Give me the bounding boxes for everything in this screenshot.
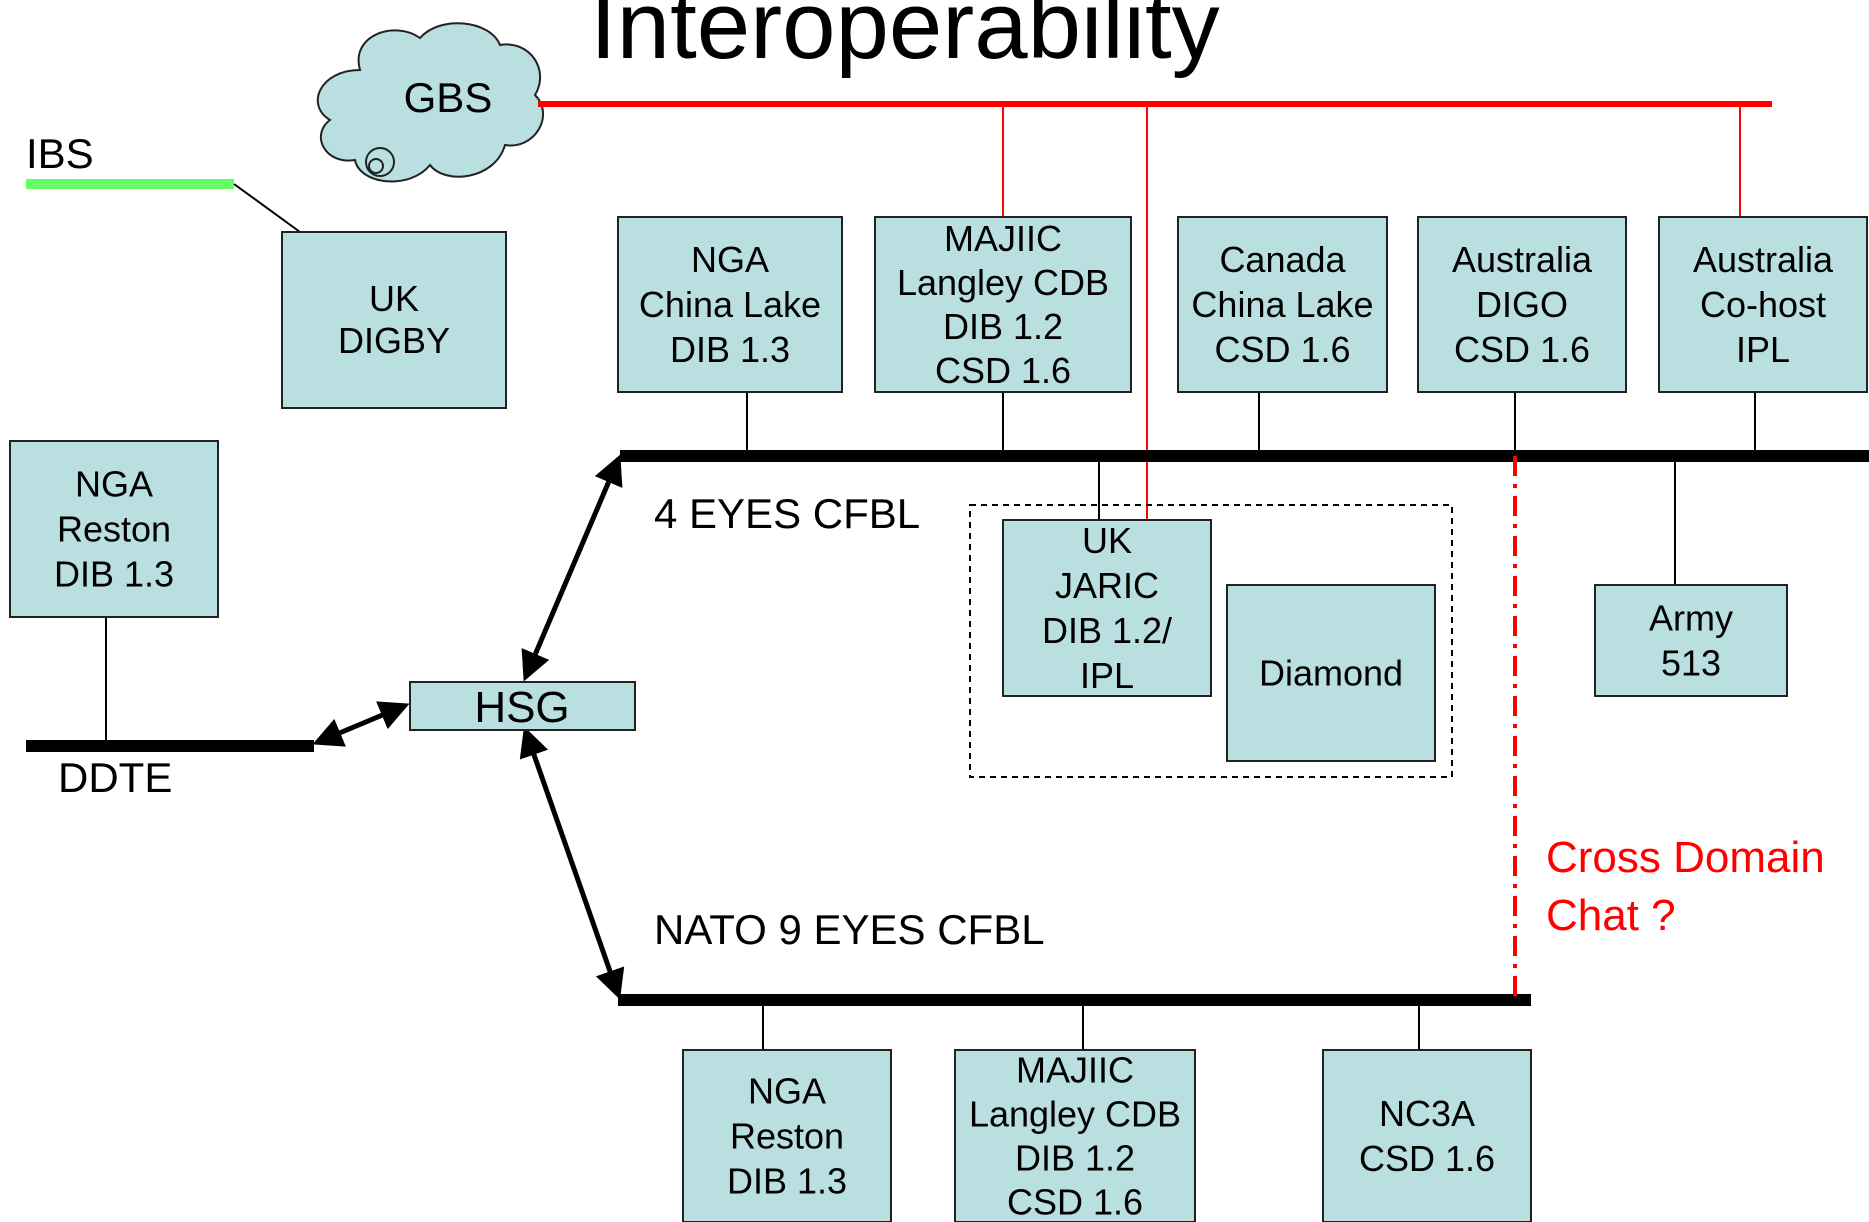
node-label-line: IPL bbox=[1736, 329, 1790, 370]
node-label-line: DIGBY bbox=[338, 320, 450, 361]
node-box bbox=[617, 216, 843, 393]
node-label-line: China Lake bbox=[1191, 284, 1373, 325]
four-eyes-drops bbox=[746, 392, 1756, 585]
gbs-label: GBS bbox=[404, 74, 493, 121]
node-label-line: Langley CDB bbox=[897, 262, 1109, 303]
ibs-connector bbox=[233, 183, 301, 233]
node-label-line: Co-host bbox=[1700, 284, 1826, 325]
ibs-label: IBS bbox=[26, 130, 94, 177]
node-label-line: NGA bbox=[748, 1071, 826, 1112]
node-box bbox=[1594, 584, 1788, 697]
node-label-line: Australia bbox=[1693, 239, 1834, 280]
node-box bbox=[1417, 216, 1627, 393]
node-label-line: Reston bbox=[730, 1116, 844, 1157]
hsg-label: HSG bbox=[474, 683, 569, 732]
node-label-line: JARIC bbox=[1055, 565, 1159, 606]
node-label-line: CSD 1.6 bbox=[1214, 329, 1350, 370]
node-label-line: UK bbox=[1082, 520, 1132, 561]
hsg-links bbox=[312, 454, 625, 1000]
nato-drops bbox=[762, 1000, 1420, 1050]
node-box bbox=[1002, 519, 1212, 697]
node-label-line: NGA bbox=[75, 464, 153, 505]
node-label-line: NGA bbox=[691, 239, 769, 280]
node-label-line: MAJIIC bbox=[944, 218, 1062, 259]
node-box bbox=[954, 1049, 1196, 1222]
node-box bbox=[874, 216, 1132, 393]
node-label-line: UK bbox=[369, 278, 419, 319]
node-label-line: DIB 1.2/ bbox=[1042, 610, 1172, 651]
node-label-line: DIB 1.3 bbox=[54, 554, 174, 595]
node-label-line: CSD 1.6 bbox=[935, 350, 1071, 391]
node-label-line: Canada bbox=[1219, 239, 1346, 280]
gbs-cloud: GBS bbox=[316, 22, 545, 183]
node-label-line: Langley CDB bbox=[969, 1093, 1181, 1134]
node-label-line: IPL bbox=[1080, 655, 1134, 696]
ddte-label: DDTE bbox=[58, 754, 172, 801]
node-label-line: DIB 1.2 bbox=[1015, 1137, 1135, 1178]
node-label-line: China Lake bbox=[639, 284, 821, 325]
node-label-line: CSD 1.6 bbox=[1007, 1181, 1143, 1222]
node-box bbox=[1226, 584, 1436, 762]
page-title: Interoperability bbox=[590, 0, 1220, 79]
node-label-line: Australia bbox=[1452, 239, 1593, 280]
nato-label: NATO 9 EYES CFBL bbox=[654, 906, 1045, 953]
cross-domain-label-line2: Chat ? bbox=[1546, 891, 1676, 940]
four-eyes-label: 4 EYES CFBL bbox=[654, 490, 920, 537]
node-label-line: DIGO bbox=[1476, 284, 1568, 325]
node-label-line: MAJIIC bbox=[1016, 1049, 1134, 1090]
node-label-line: CSD 1.6 bbox=[1359, 1138, 1495, 1179]
node-label-line: NC3A bbox=[1379, 1093, 1475, 1134]
node-box bbox=[1658, 216, 1868, 393]
node-label-line: DIB 1.3 bbox=[670, 329, 790, 370]
node-label-line: Reston bbox=[57, 509, 171, 550]
uk-group-outline bbox=[969, 504, 1453, 778]
node-label-line: DIB 1.3 bbox=[727, 1161, 847, 1202]
node-box bbox=[682, 1049, 892, 1222]
node-label-line: 513 bbox=[1661, 643, 1721, 684]
node-label-line: DIB 1.2 bbox=[943, 306, 1063, 347]
cross-domain-label-line1: Cross Domain bbox=[1546, 833, 1825, 882]
node-label-line: Diamond bbox=[1259, 653, 1403, 694]
node-label-line: CSD 1.6 bbox=[1454, 329, 1590, 370]
node-box bbox=[1177, 216, 1388, 393]
node-diamond: Diamond bbox=[1226, 584, 1436, 762]
node-box bbox=[281, 231, 507, 409]
node-box bbox=[9, 440, 219, 618]
hsg-box bbox=[409, 681, 636, 731]
node-label-line: Army bbox=[1649, 598, 1733, 639]
node-box bbox=[1322, 1049, 1532, 1222]
